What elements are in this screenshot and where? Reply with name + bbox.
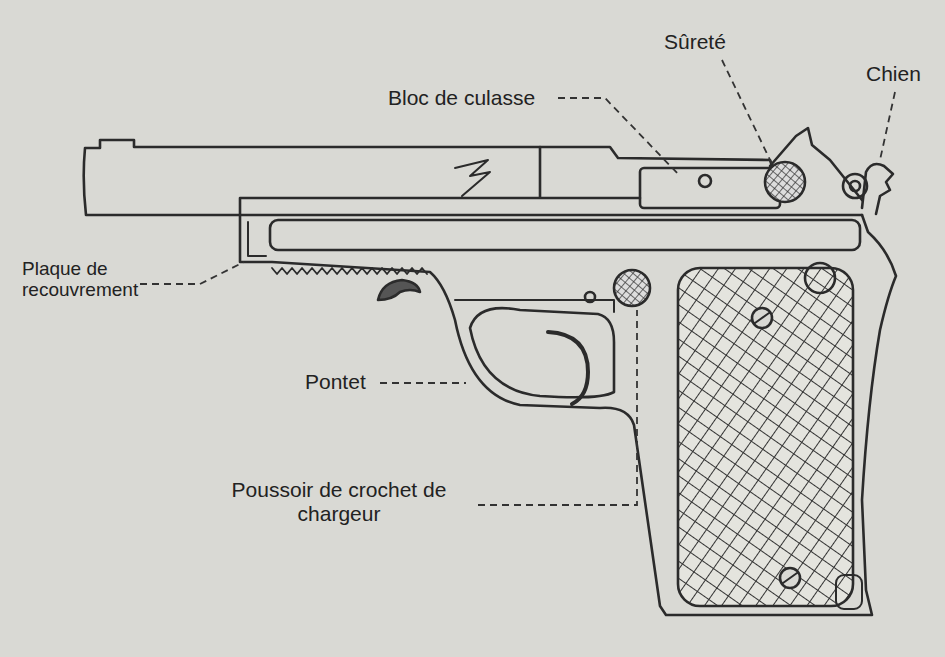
trigger: [548, 332, 588, 404]
part-label: Pontet: [305, 370, 385, 394]
frame: [240, 215, 896, 615]
barrel-jacket: [240, 147, 640, 215]
grip-screw: [752, 308, 772, 328]
receiver-slot: [270, 220, 860, 250]
part-label: Plaque de recouvrement: [22, 258, 172, 301]
leader-line: [380, 382, 466, 384]
screw-slot: [783, 573, 797, 583]
part-label: Chien: [866, 62, 938, 86]
barrel-joint: [455, 160, 490, 196]
receiver: [240, 214, 862, 217]
pin: [585, 292, 595, 302]
leader-lines: [140, 60, 895, 505]
cover-plate: [248, 222, 266, 256]
pin: [699, 175, 711, 187]
leader-line: [880, 92, 895, 160]
grip-screw: [780, 568, 800, 588]
safety: [765, 162, 805, 202]
hammer-pivot: [850, 181, 860, 191]
hammer-pivot: [843, 174, 867, 198]
pistol-outline: [84, 128, 896, 615]
part-label: Bloc de culasse: [388, 86, 558, 110]
leader-line: [722, 60, 772, 164]
breech-block: [640, 168, 780, 208]
grip-panel: [678, 268, 853, 606]
screw-slot: [755, 313, 769, 323]
leader-line: [478, 310, 637, 505]
magazine-catch: [614, 270, 650, 306]
slide-catch: [378, 280, 420, 300]
leader-line: [558, 98, 680, 176]
part-label: Poussoir de crochet de chargeur: [205, 478, 473, 525]
barrel: [84, 140, 772, 215]
part-label: Sûreté: [664, 30, 784, 54]
magazine-base: [836, 575, 862, 609]
trigger-guard: [470, 308, 614, 397]
pin: [805, 263, 835, 293]
serration: [272, 268, 427, 274]
leader-line: [140, 262, 244, 284]
